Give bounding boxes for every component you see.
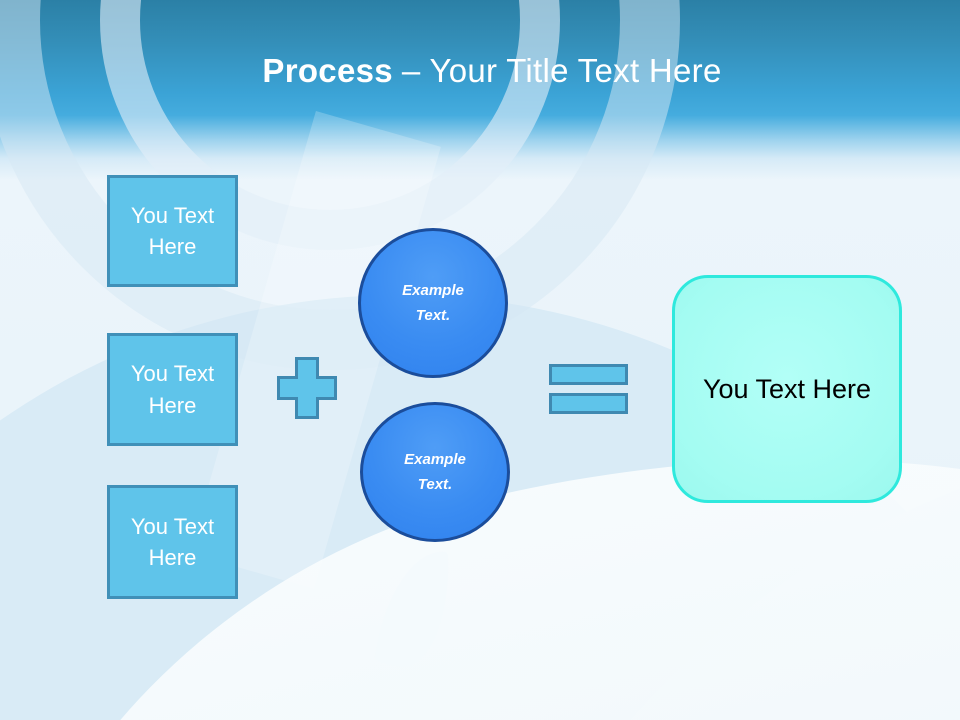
slide-title[interactable]: Process– Your Title Text Here <box>12 52 960 90</box>
example-circle-1[interactable]: Example Text. <box>358 228 508 378</box>
input-box-1[interactable]: You Text Here <box>107 175 238 287</box>
result-box[interactable]: You Text Here <box>672 275 902 503</box>
equals-bar-bottom <box>549 393 628 414</box>
input-box-1-label: You Text Here <box>130 202 215 259</box>
example-circle-1-label: Example Text. <box>402 281 464 325</box>
example-circle-2-label: Example Text. <box>404 450 466 494</box>
background-sail-sliver <box>373 544 453 672</box>
input-box-3[interactable]: You Text Here <box>107 485 238 599</box>
input-box-3-label: You Text Here <box>130 513 215 570</box>
plus-icon[interactable] <box>277 357 337 419</box>
equals-bar-top <box>549 364 628 385</box>
slide-title-subtitle: – Your Title Text Here <box>401 52 722 89</box>
input-box-2[interactable]: You Text Here <box>107 333 238 446</box>
equals-icon[interactable] <box>549 364 628 414</box>
example-circle-2[interactable]: Example Text. <box>360 402 510 542</box>
result-box-label: You Text Here <box>702 373 872 404</box>
input-box-2-label: You Text Here <box>130 361 215 418</box>
slide-title-keyword: Process <box>262 52 393 89</box>
